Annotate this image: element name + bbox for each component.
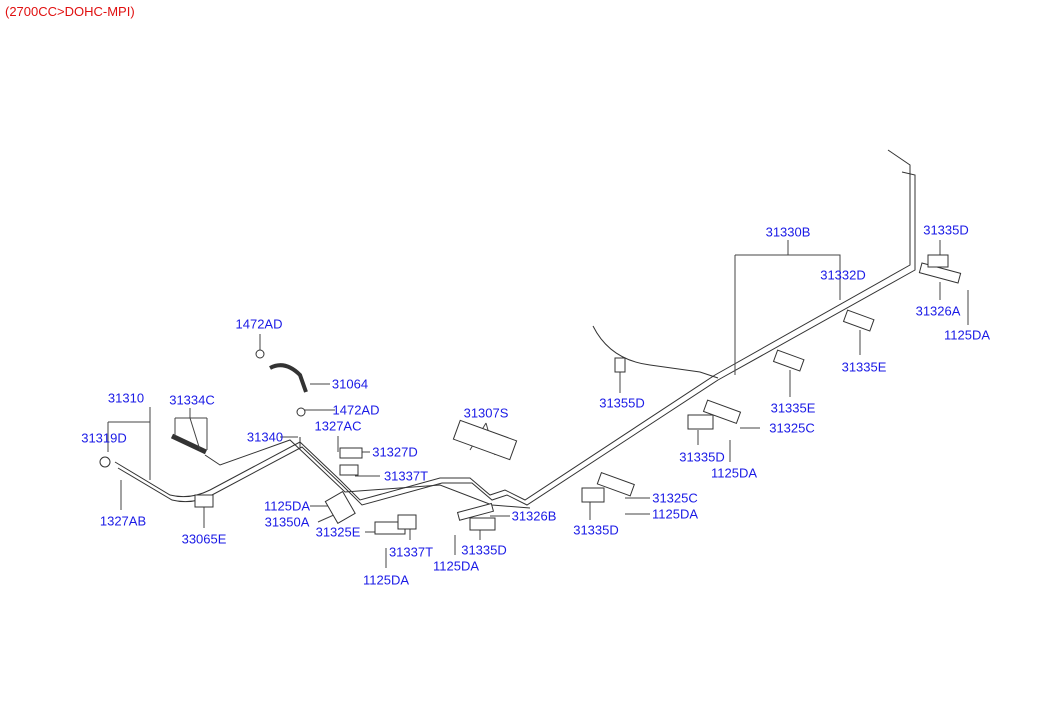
callout-31330B[interactable]: 31330B <box>765 224 811 240</box>
callout-31327D[interactable]: 31327D <box>372 444 418 460</box>
diagram-title: (2700CC>DOHC-MPI) <box>5 4 135 19</box>
vapor-pipe <box>592 325 719 379</box>
callout-31350A[interactable]: 31350A <box>264 514 310 530</box>
callout-31332D[interactable]: 31332D <box>820 267 866 283</box>
callout-1327AB[interactable]: 1327AB <box>99 513 147 529</box>
callout-33065E[interactable]: 33065E <box>181 531 227 547</box>
callout-31337T[interactable]: 31337T <box>388 544 434 560</box>
callout-31307S[interactable]: 31307S <box>463 405 509 421</box>
callout-1472AD[interactable]: 1472AD <box>235 316 283 332</box>
hose-31064 <box>269 363 308 393</box>
callout-31325E[interactable]: 31325E <box>315 524 361 540</box>
callout-31325C[interactable]: 31325C <box>769 420 815 436</box>
callout-31337T[interactable]: 31337T <box>383 468 429 484</box>
main-fuel-pipe-2 <box>117 171 916 506</box>
callout-31355D[interactable]: 31355D <box>599 395 645 411</box>
callout-1125DA[interactable]: 1125DA <box>432 558 480 574</box>
callout-1125DA[interactable]: 1125DA <box>651 506 699 522</box>
callout-31326B[interactable]: 31326B <box>511 508 557 524</box>
callout-31326A[interactable]: 31326A <box>915 303 961 319</box>
callout-1125DA[interactable]: 1125DA <box>362 572 410 588</box>
callout-31325C[interactable]: 31325C <box>652 490 698 506</box>
callout-1327AC[interactable]: 1327AC <box>314 418 362 434</box>
callout-31064[interactable]: 31064 <box>331 376 369 392</box>
callout-1125DA[interactable]: 1125DA <box>710 465 758 481</box>
callout-1125DA[interactable]: 1125DA <box>943 327 991 343</box>
callout-31334C[interactable]: 31334C <box>169 392 215 408</box>
callout-31310[interactable]: 31310 <box>107 390 145 406</box>
callout-31335D[interactable]: 31335D <box>573 522 619 538</box>
callout-31335E[interactable]: 31335E <box>770 400 816 416</box>
main-fuel-pipe <box>114 149 911 501</box>
callout-31335E[interactable]: 31335E <box>841 359 887 375</box>
callout-31335D[interactable]: 31335D <box>461 542 507 558</box>
callout-31335D[interactable]: 31335D <box>923 222 969 238</box>
callout-31340[interactable]: 31340 <box>246 429 284 445</box>
callout-1472AD[interactable]: 1472AD <box>332 402 380 418</box>
callout-1125DA[interactable]: 1125DA <box>263 498 311 514</box>
callout-31319D[interactable]: 31319D <box>81 430 127 446</box>
callout-31335D[interactable]: 31335D <box>679 449 725 465</box>
